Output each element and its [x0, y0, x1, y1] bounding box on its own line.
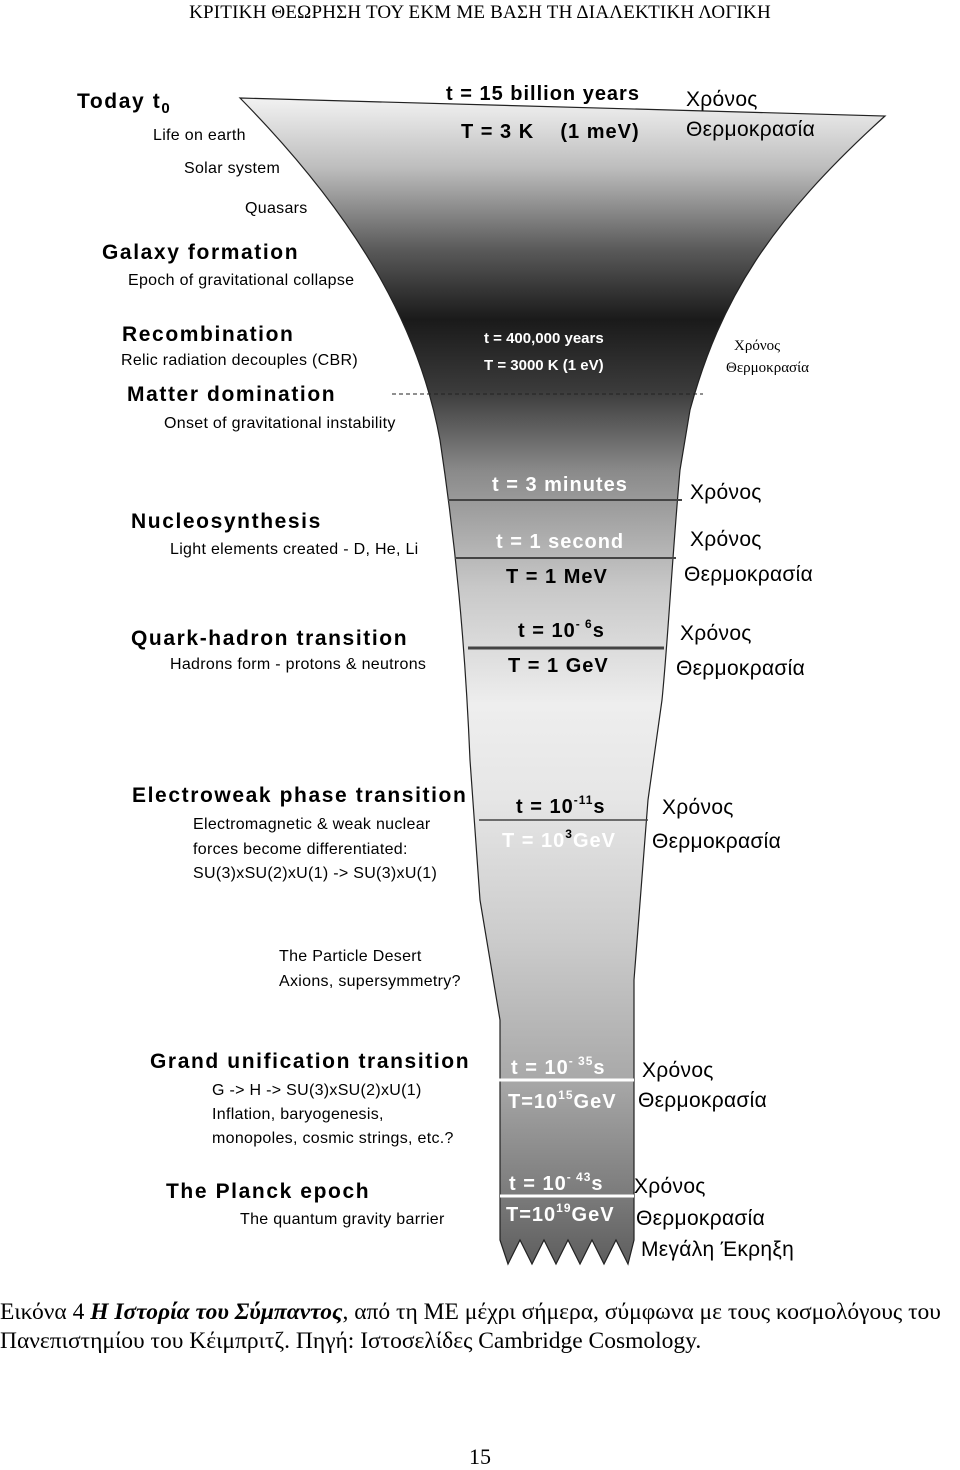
greek-temp-1-mev: Θερμοκρασία [684, 563, 814, 586]
time-quark-hadron-label: t = 10- 6s [518, 617, 605, 642]
greek-temp-1-gev: Θερμοκρασία [676, 657, 806, 680]
electroweak-desc-line-2: forces become differentiated: [193, 841, 408, 858]
time-planck-label: t = 10- 43s [509, 1170, 604, 1195]
life-on-earth-label: Life on earth [153, 127, 246, 144]
particle-desert-label: The Particle Desert [279, 948, 422, 965]
electroweak-desc-line-3: SU(3)xSU(2)xU(1) -> SU(3)xU(1) [193, 865, 438, 882]
galaxy-formation-title: Galaxy formation [102, 241, 300, 264]
time-recombination-label: t = 400,000 years [484, 330, 604, 347]
time-today-label: t = 15 billion years [446, 83, 640, 105]
time-gut-label: t = 10- 35s [511, 1054, 606, 1079]
greek-time-1-second: Χρόνος [690, 528, 762, 551]
funnel-shape [238, 97, 887, 1266]
temp-1-mev-label: T = 1 MeV [506, 566, 608, 588]
matter-domination-desc: Onset of gravitational instability [164, 415, 396, 432]
greek-temp-recombination: Θερμοκρασία [726, 360, 810, 376]
galaxy-formation-desc: Epoch of gravitational collapse [128, 272, 355, 289]
figure-caption: Εικόνα 4 Η Ιστορία του Σύμπαντος, από τη… [0, 1299, 941, 1354]
greek-temp-gut: Θερμοκρασία [638, 1089, 768, 1112]
greek-time-today: Χρόνος [686, 88, 758, 111]
time-electroweak-label: t = 10-11s [516, 793, 606, 818]
planck-desc: The quantum gravity barrier [240, 1211, 445, 1228]
time-3-minutes-label: t = 3 minutes [492, 474, 628, 496]
greek-temp-today: Θερμοκρασία [686, 118, 816, 141]
gut-desc-line-2: Inflation, baryogenesis, [212, 1106, 384, 1123]
gut-desc-line-1: G -> H -> SU(3)xSU(2)xU(1) [212, 1082, 422, 1099]
nucleosynthesis-title: Nucleosynthesis [131, 510, 322, 533]
quark-hadron-title: Quark-hadron transition [131, 627, 409, 650]
quark-hadron-desc: Hadrons form - protons & neutrons [170, 656, 427, 673]
matter-domination-title: Matter domination [127, 383, 337, 406]
recombination-title: Recombination [122, 323, 295, 346]
temp-today-label: T = 3 K (1 meV) [461, 121, 640, 143]
today-title: Today t0 [77, 90, 172, 118]
recombination-desc: Relic radiation decouples (CBR) [121, 352, 358, 369]
axions-label: Axions, supersymmetry? [279, 973, 461, 990]
gut-title: Grand unification transition [150, 1050, 471, 1073]
greek-time-planck: Χρόνος [634, 1175, 706, 1198]
temp-electroweak-label: T = 103GeV [502, 827, 616, 852]
greek-time-electroweak: Χρόνος [662, 796, 734, 819]
temp-1-gev-label: T = 1 GeV [508, 655, 609, 677]
solar-system-label: Solar system [184, 160, 281, 177]
electroweak-title: Electroweak phase transition [132, 784, 468, 807]
time-1-second-label: t = 1 second [496, 531, 625, 553]
temp-gut-label: T=1015GeV [508, 1088, 617, 1113]
planck-title: The Planck epoch [166, 1180, 371, 1203]
quasars-label: Quasars [245, 200, 308, 217]
universe-funnel-figure [238, 97, 887, 1266]
page-header: ΚΡΙΤΙΚΗ ΘΕΩΡΗΣΗ ΤΟΥ ΕΚΜ ΜΕ ΒΑΣΗ ΤΗ ΔΙΑΛΕ… [189, 2, 771, 23]
page-number: 15 [469, 1444, 491, 1469]
greek-temp-planck: Θερμοκρασία [636, 1207, 766, 1230]
greek-time-gut: Χρόνος [642, 1059, 714, 1082]
greek-big-bang: Μεγάλη Έκρηξη [641, 1238, 795, 1261]
temp-planck-label: T=1019GeV [506, 1201, 615, 1226]
gut-desc-line-3: monopoles, cosmic strings, etc.? [212, 1130, 454, 1147]
electroweak-desc-line-1: Electromagnetic & weak nuclear [193, 816, 431, 833]
greek-time-3-minutes: Χρόνος [690, 481, 762, 504]
greek-time-recombination: Χρόνος [734, 338, 781, 354]
greek-time-quark-hadron: Χρόνος [680, 622, 752, 645]
nucleosynthesis-desc: Light elements created - D, He, Li [170, 541, 419, 558]
temp-recombination-label: T = 3000 K (1 eV) [484, 357, 604, 374]
greek-temp-electroweak: Θερμοκρασία [652, 830, 782, 853]
